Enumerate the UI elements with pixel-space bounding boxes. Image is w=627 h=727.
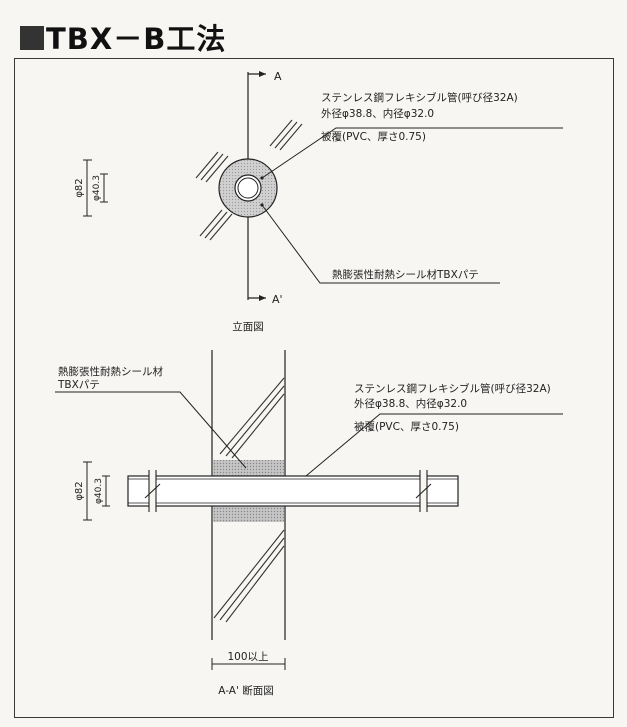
- dim-inner-label: φ40.3: [92, 175, 102, 201]
- pipe-label-line1: ステンレス鋼フレキシブル管(呼び径32A): [321, 91, 518, 104]
- pipe-leader-dot: [260, 176, 264, 180]
- section-sealant-label-line2: TBXパテ: [57, 379, 100, 391]
- pipe-leader: [261, 127, 563, 179]
- section-sealant-leader: [55, 391, 247, 469]
- section-caption: A-A' 断面図: [218, 684, 273, 697]
- elevation-view: A A' ステンレス鋼フレキシブル管(呼び径32A) 外径φ38.8、内径φ32…: [74, 70, 563, 333]
- wall-section-hatch: [213, 377, 285, 623]
- section-pipe-leader: [305, 413, 563, 477]
- pipe-label-line3: 被覆(PVC、厚さ0.75): [321, 130, 426, 143]
- page-title: TBX－B工法: [20, 16, 226, 58]
- section-sealant-label-line1: 熱膨張性耐熱シール材: [58, 365, 163, 378]
- wall-hatch: [195, 119, 303, 241]
- pipe-break-symbols: [144, 470, 432, 512]
- wall-thickness-label: 100以上: [227, 651, 268, 663]
- elevation-caption: 立面図: [232, 320, 264, 333]
- elevation-dimensions: [83, 159, 108, 217]
- sealant-leader-dot: [260, 203, 264, 207]
- section-mark-top: A: [274, 70, 282, 83]
- dim-outer-label: φ82: [74, 178, 85, 197]
- title-text: TBX－B工法: [46, 22, 227, 56]
- section-mark-bottom: A': [272, 293, 283, 306]
- title-square-icon: [20, 26, 44, 50]
- section-pipe-label-line2: 外径φ38.8、内径φ32.0: [354, 397, 467, 410]
- pipe-label-line2: 外径φ38.8、内径φ32.0: [321, 107, 434, 120]
- section-dim-outer-label: φ82: [74, 481, 85, 500]
- section-dim-inner-label: φ40.3: [94, 478, 104, 504]
- section-pipe-label-line1: ステンレス鋼フレキシブル管(呼び径32A): [354, 382, 551, 395]
- pipe-section: [127, 475, 459, 507]
- section-view: 熱膨張性耐熱シール材 TBXパテ ステンレス鋼フレキシブル管(呼び径32A) 外…: [55, 350, 563, 697]
- pipe-inner-circle: [237, 177, 259, 199]
- sealant-block-top: [213, 460, 284, 476]
- sealant-leader: [261, 204, 500, 284]
- sealant-block-bottom: [213, 506, 284, 522]
- sealant-label: 熱膨張性耐熱シール材TBXパテ: [332, 268, 479, 281]
- wall-thickness-dimension: [211, 658, 286, 670]
- section-pipe-label-line3: 被覆(PVC、厚さ0.75): [354, 420, 459, 433]
- section-dimensions: [83, 461, 110, 521]
- drawing-frame: [14, 58, 614, 718]
